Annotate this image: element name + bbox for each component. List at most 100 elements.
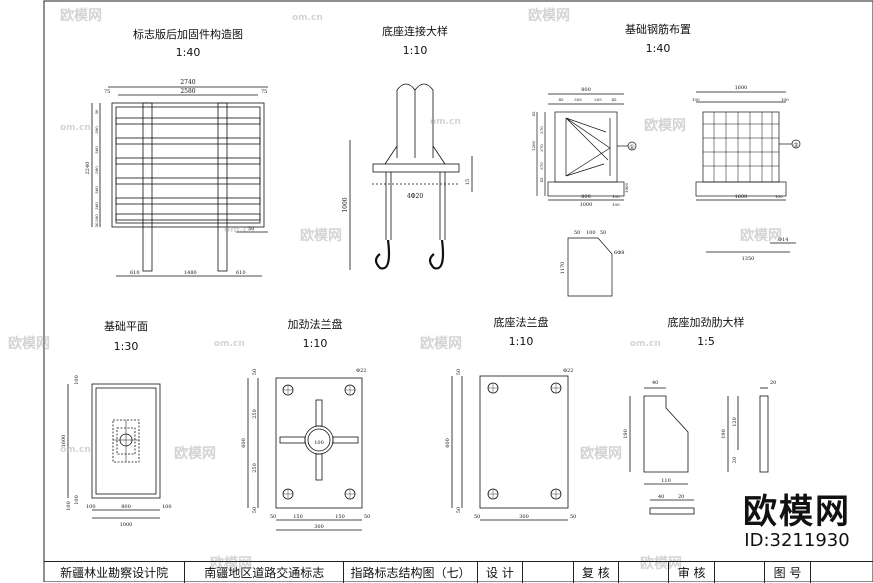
svg-text:40: 40 [658, 494, 664, 500]
svg-text:1170: 1170 [560, 262, 566, 275]
title-block-approve: 审 核 [668, 562, 713, 583]
svg-text:50: 50 [270, 514, 276, 520]
base-flange-title: 底座法兰盘 [494, 315, 549, 329]
svg-text:Φ22: Φ22 [356, 368, 366, 374]
title-block-project: 南疆地区道路交通标志 [184, 562, 343, 583]
svg-text:20: 20 [770, 380, 776, 386]
title-block: 新疆林业勘察设计院 南疆地区道路交通标志 指路标志结构图（七） 设 计 复 核 … [44, 561, 873, 583]
svg-text:50: 50 [600, 230, 606, 236]
brand-id: ID:3211930 [744, 530, 850, 551]
title-block-sheet-no: 图 号 [764, 562, 809, 583]
svg-text:6Φ8: 6Φ8 [614, 250, 624, 256]
svg-text:欧模网: 欧模网 [644, 117, 686, 134]
svg-text:800: 800 [581, 87, 591, 93]
svg-text:250: 250 [252, 409, 258, 419]
svg-text:2740: 2740 [180, 79, 195, 86]
stiffened-flange-title: 加劲法兰盘 [288, 317, 343, 331]
base-flange-drawing: 底座法兰盘 1:10 Φ22 600 50 50 300 50 50 [445, 315, 576, 521]
svg-text:1000: 1000 [580, 202, 593, 208]
title-block-review: 复 核 [572, 562, 618, 583]
svg-text:100: 100 [74, 375, 80, 385]
svg-text:50: 50 [248, 226, 254, 232]
sheet-border [43, 0, 873, 582]
svg-text:欧模网: 欧模网 [580, 445, 622, 462]
base-rib-drawing: 底座加劲肋大样 1:5 40 190 110 20 190 120 20 40 … [623, 315, 776, 515]
svg-text:300: 300 [519, 514, 529, 520]
svg-text:50: 50 [570, 514, 576, 520]
base-connection-title: 底座连接大样 [382, 24, 448, 38]
svg-text:欧模网: 欧模网 [640, 555, 682, 572]
svg-text:1600: 1600 [61, 435, 67, 448]
svg-text:190: 190 [623, 429, 629, 439]
base-connection-drawing: 底座连接大样 1:10 4Φ20 1000 15 [342, 24, 473, 270]
svg-text:360: 360 [94, 166, 99, 174]
svg-text:1900: 1900 [624, 182, 629, 193]
base-connection-scale: 1:10 [403, 44, 428, 57]
svg-text:370: 370 [539, 144, 544, 152]
svg-text:欧模网: 欧模网 [60, 7, 102, 24]
svg-text:100: 100 [781, 97, 789, 102]
svg-text:om.cn: om.cn [292, 13, 323, 23]
svg-text:50: 50 [474, 514, 480, 520]
base-rib-title: 底座加劲肋大样 [668, 315, 745, 329]
svg-text:600: 600 [445, 438, 451, 448]
svg-text:50: 50 [94, 222, 99, 228]
svg-text:75: 75 [261, 89, 267, 95]
svg-text:Φ22: Φ22 [563, 368, 573, 374]
svg-text:1350: 1350 [742, 256, 755, 262]
svg-text:欧模网: 欧模网 [210, 555, 252, 572]
svg-text:①: ① [629, 144, 634, 151]
svg-text:欧模网: 欧模网 [174, 445, 216, 462]
svg-text:250: 250 [252, 463, 258, 473]
svg-text:100: 100 [74, 495, 80, 505]
svg-text:om.cn: om.cn [630, 339, 661, 349]
svg-text:20: 20 [678, 494, 684, 500]
svg-text:15: 15 [465, 179, 471, 185]
base-flange-scale: 1:10 [509, 335, 534, 348]
svg-text:om.cn: om.cn [60, 445, 91, 455]
svg-text:om.cn: om.cn [214, 339, 245, 349]
svg-text:50: 50 [456, 369, 462, 375]
svg-text:300: 300 [94, 214, 99, 222]
title-block-review-value [618, 562, 668, 583]
svg-text:360: 360 [94, 146, 99, 154]
svg-text:190: 190 [721, 429, 727, 439]
svg-text:110: 110 [661, 478, 671, 484]
svg-text:欧模网: 欧模网 [528, 7, 570, 24]
svg-text:45: 45 [531, 111, 536, 117]
svg-text:2580: 2580 [180, 88, 195, 95]
title-block-sheet-value [809, 562, 873, 583]
svg-text:50: 50 [94, 109, 99, 115]
svg-text:1480: 1480 [184, 270, 197, 276]
title-block-drawing-name: 指路标志结构图（七） [343, 562, 476, 583]
svg-text:205: 205 [594, 97, 602, 102]
svg-text:45: 45 [539, 177, 544, 183]
svg-text:100: 100 [314, 440, 324, 446]
watermark-layer: 欧模网 om.cn 欧模网 om.cn om.cn 欧模网 欧模网 om.cn … [8, 7, 782, 572]
svg-text:欧模网: 欧模网 [420, 335, 462, 352]
svg-text:800: 800 [581, 194, 591, 200]
rebar-layout-scale: 1:40 [646, 42, 671, 55]
svg-text:370: 370 [539, 162, 544, 170]
brand-name: 欧模网 [743, 492, 851, 532]
svg-text:100: 100 [66, 501, 72, 511]
base-rib-scale: 1:5 [697, 335, 715, 348]
svg-text:100: 100 [612, 194, 620, 199]
svg-text:1600: 1600 [735, 85, 748, 91]
svg-text:355: 355 [574, 97, 582, 102]
stiffened-flange-scale: 1:10 [303, 337, 328, 350]
svg-text:50: 50 [574, 230, 580, 236]
title-block-approve-value [713, 562, 764, 583]
svg-text:100: 100 [612, 202, 620, 207]
svg-text:om.cn: om.cn [224, 225, 255, 235]
foundation-plan-drawing: 基础平面 1:30 1600 100 100 800 100 100 1000 … [61, 320, 172, 528]
svg-text:50: 50 [252, 507, 258, 513]
svg-text:100: 100 [775, 194, 783, 199]
svg-text:1600: 1600 [735, 194, 748, 200]
title-block-design-value [522, 562, 572, 583]
foundation-plan-title: 基础平面 [104, 320, 148, 333]
svg-text:610: 610 [130, 270, 140, 276]
svg-text:欧模网: 欧模网 [740, 227, 782, 244]
svg-text:100: 100 [692, 97, 700, 102]
svg-text:800: 800 [121, 504, 131, 510]
